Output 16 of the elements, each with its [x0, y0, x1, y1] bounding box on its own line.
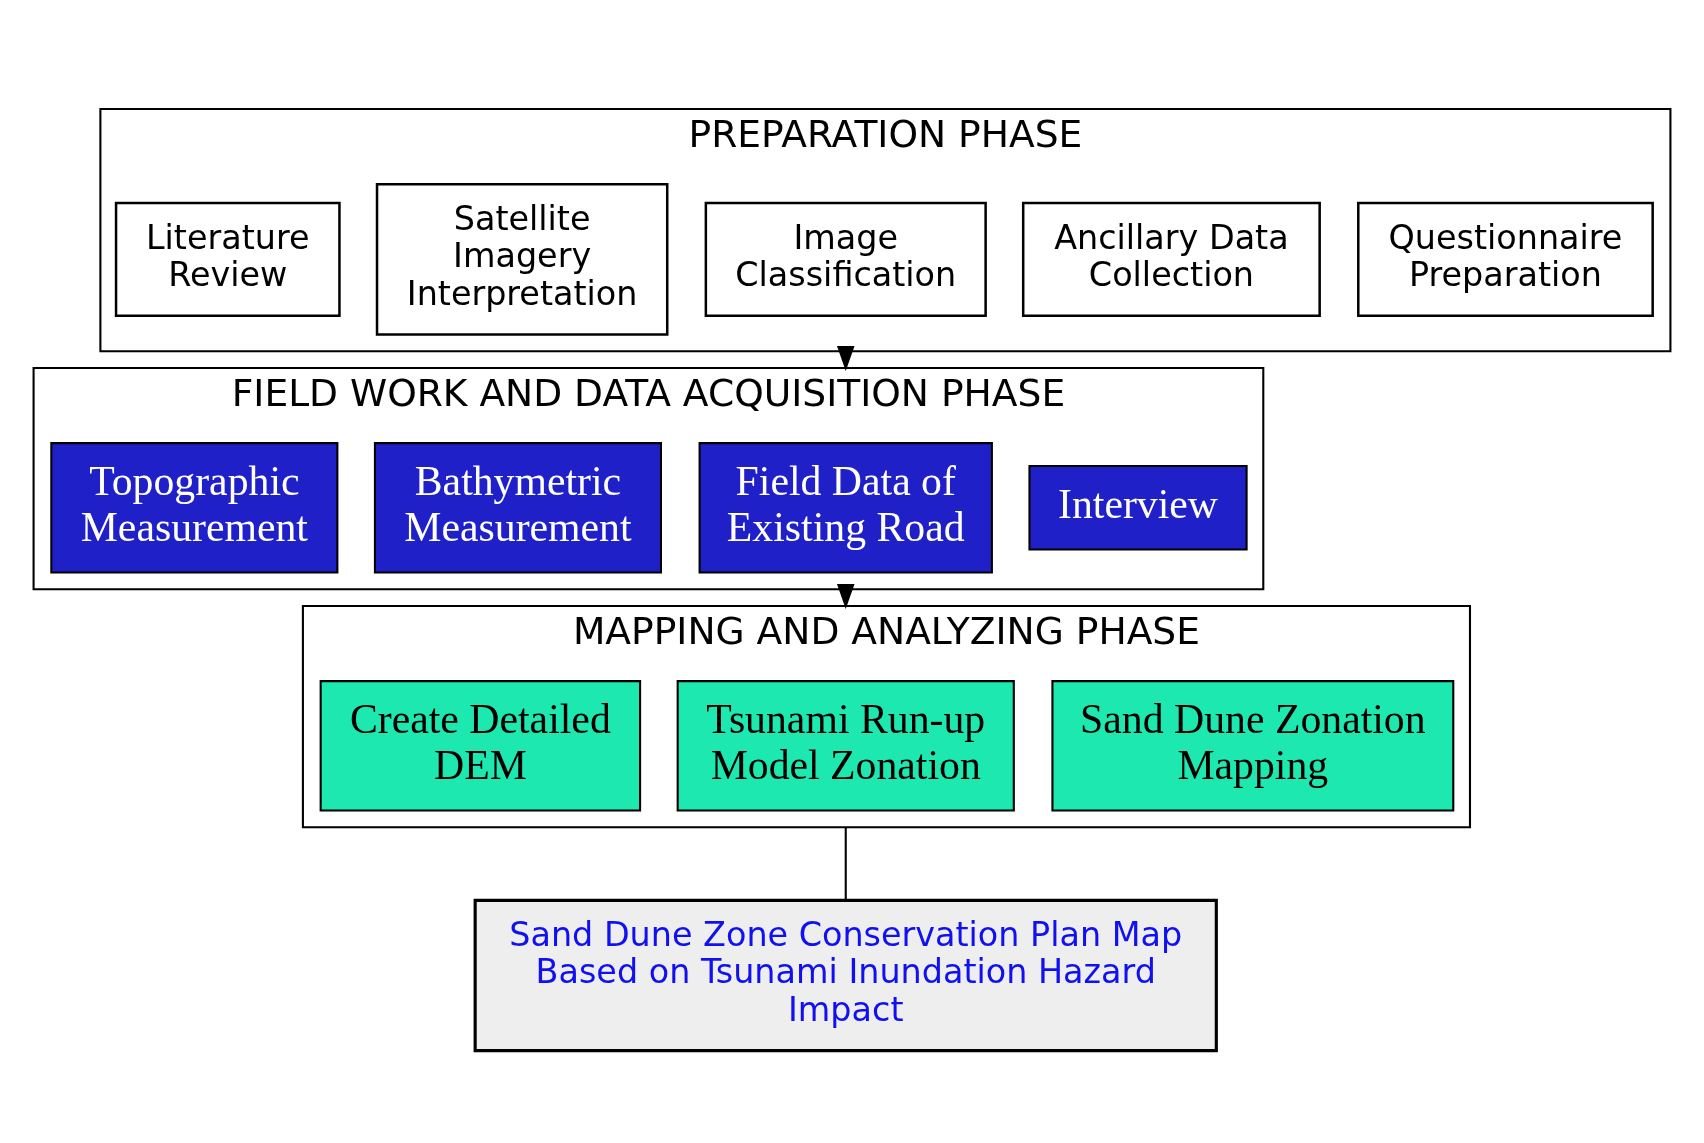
node-box: Image Classification	[704, 201, 987, 317]
node-box: Create Detailed DEM	[319, 680, 642, 812]
arrow	[836, 584, 855, 610]
node-box: Interview	[1028, 465, 1248, 551]
node-box: Satellite Imagery Interpretation	[375, 182, 669, 336]
node-box: Tsunami Run-up Model Zonation	[676, 680, 1015, 812]
node-box: Topographic Measurement	[50, 442, 339, 574]
node-box: Literature Review	[114, 201, 341, 317]
node-box: Field Data of Existing Road	[698, 442, 993, 574]
node-box: Ancillary Data Collection	[1021, 201, 1321, 317]
node-box: Sand Dune Zone Conservation Plan Map Based on Tsunami Inundation Hazard Impact	[473, 898, 1218, 1053]
connector	[844, 827, 847, 900]
node-box: Questionnaire Preparation	[1357, 201, 1654, 317]
node-box: Bathymetric Measurement	[373, 442, 662, 574]
arrow	[836, 346, 855, 372]
node-box: Sand Dune Zonation Mapping	[1051, 680, 1455, 812]
